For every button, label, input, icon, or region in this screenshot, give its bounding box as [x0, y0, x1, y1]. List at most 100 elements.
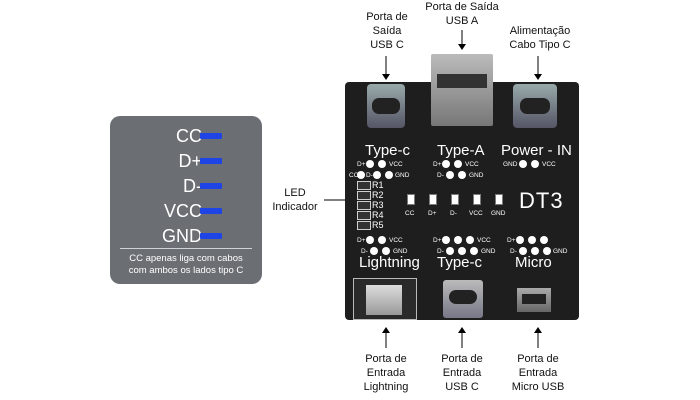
arrow-bottom-center — [458, 327, 466, 333]
pin-label: GND — [393, 248, 408, 255]
pin-label: D- — [437, 248, 444, 255]
legend-color-bar — [200, 133, 222, 139]
dt3-test-board: Type-c Type-A Power - IN D+ VCC CC D- GN… — [345, 54, 579, 320]
label-type-a: Type-A — [437, 142, 485, 159]
callout-line: Alimentação — [509, 25, 571, 37]
pin-dot — [458, 247, 466, 255]
pin-dot — [370, 247, 378, 255]
callout-line: Lightning — [363, 381, 409, 393]
pin-dot — [378, 236, 386, 244]
arrow-top-right — [534, 74, 542, 80]
led-label: D+ — [428, 210, 437, 217]
callout-line: Indicador — [272, 201, 318, 213]
callout-bottom-left: Porta de Entrada Lightning — [346, 352, 426, 394]
pin-label: D+ — [433, 237, 442, 244]
usb-c-output-port — [367, 84, 405, 128]
legend-label: GND — [162, 226, 202, 246]
callout-line: Saída — [372, 25, 402, 37]
led-label: VCC — [469, 210, 483, 217]
callout-line: Porta de — [517, 353, 559, 365]
callout-top-left: Porta de Saída USB C — [352, 10, 422, 52]
arrow-bottom-right — [534, 327, 542, 333]
pin-label: D- — [366, 172, 373, 179]
usb-c-slot — [449, 290, 477, 304]
pin-dot — [531, 160, 539, 168]
legend-label: D- — [183, 176, 202, 196]
pin-label: VCC — [389, 237, 403, 244]
callout-line: USB C — [370, 39, 404, 51]
pin-dot — [366, 160, 374, 168]
pin-label: D- — [510, 248, 517, 255]
led-vcc — [473, 194, 481, 205]
callout-line: Entrada — [518, 367, 558, 379]
pin-label: D+ — [357, 237, 366, 244]
label-lightning: Lightning — [359, 254, 420, 271]
pin-dot — [519, 160, 527, 168]
arrow-bottom-left — [382, 327, 390, 333]
micro-usb-slot — [522, 294, 546, 304]
pin-label: D+ — [433, 161, 442, 168]
pin-dot — [366, 236, 374, 244]
pin-dot — [454, 236, 462, 244]
legend-label: D+ — [178, 151, 202, 171]
callout-line: Porta de Saída — [425, 1, 499, 13]
pin-label: VCC — [465, 161, 479, 168]
label-micro: Micro — [515, 254, 552, 271]
lightning-slot — [366, 285, 402, 315]
pin-label: GND — [481, 248, 496, 255]
pin-dot — [382, 247, 390, 255]
callout-line: USB C — [445, 381, 479, 393]
resistor-label: R3 — [372, 200, 384, 210]
arrow-top-left — [382, 74, 390, 80]
pin-label: GND — [469, 172, 484, 179]
arrow-top-center — [458, 44, 466, 50]
legend-color-bar — [200, 158, 222, 164]
pin-dot — [454, 160, 462, 168]
legend-note: CC apenas liga com cabos com ambos os la… — [114, 253, 258, 277]
legend-row-gnd: GND — [110, 224, 262, 250]
pin-dot — [385, 171, 393, 179]
legend-note-line: CC apenas liga com cabos — [129, 253, 243, 264]
usb-c-slot — [520, 98, 550, 114]
resistor — [357, 221, 371, 230]
callout-line: Entrada — [366, 367, 406, 379]
pin-dot — [442, 160, 450, 168]
pin-dot — [458, 171, 466, 179]
led-label: GND — [491, 210, 506, 217]
resistor-label: R4 — [372, 210, 384, 220]
resistor-label: R2 — [372, 190, 384, 200]
usb-c-input-port — [443, 280, 483, 318]
callout-line: USB A — [445, 15, 479, 27]
pin-dot — [446, 247, 454, 255]
pin-dot — [378, 160, 386, 168]
pin-dot — [357, 171, 365, 179]
pin-label: VCC — [542, 161, 556, 168]
callout-top-center: Porta de Saída USB A — [412, 0, 512, 28]
callout-line: Porta de — [366, 11, 408, 23]
led-label: D- — [450, 210, 457, 217]
usb-a-output-port — [431, 54, 493, 126]
legend-color-bar — [200, 233, 222, 239]
pin-label: D- — [361, 248, 368, 255]
pin-dot — [543, 247, 551, 255]
pin-dot — [470, 247, 478, 255]
legend-row-dminus: D- — [110, 174, 262, 200]
legend-row-dplus: D+ — [110, 149, 262, 175]
legend-color-bar — [200, 183, 222, 189]
pin-dot — [466, 236, 474, 244]
pin-label: GND — [503, 161, 518, 168]
legend-label: CC — [176, 126, 202, 146]
led-cc — [407, 194, 415, 205]
label-power-in: Power - IN — [501, 142, 572, 159]
pin-label: VCC — [389, 161, 403, 168]
pin-dot — [516, 236, 524, 244]
callout-line: Porta de — [365, 353, 407, 365]
led-label: CC — [405, 210, 415, 217]
led-gnd — [495, 194, 503, 205]
label-type-c-top: Type-c — [365, 142, 411, 159]
resistor — [357, 181, 371, 190]
usb-c-power-port — [513, 84, 557, 128]
legend-note-line: com ambos os lados tipo C — [128, 265, 244, 276]
usb-a-slot — [437, 74, 487, 88]
